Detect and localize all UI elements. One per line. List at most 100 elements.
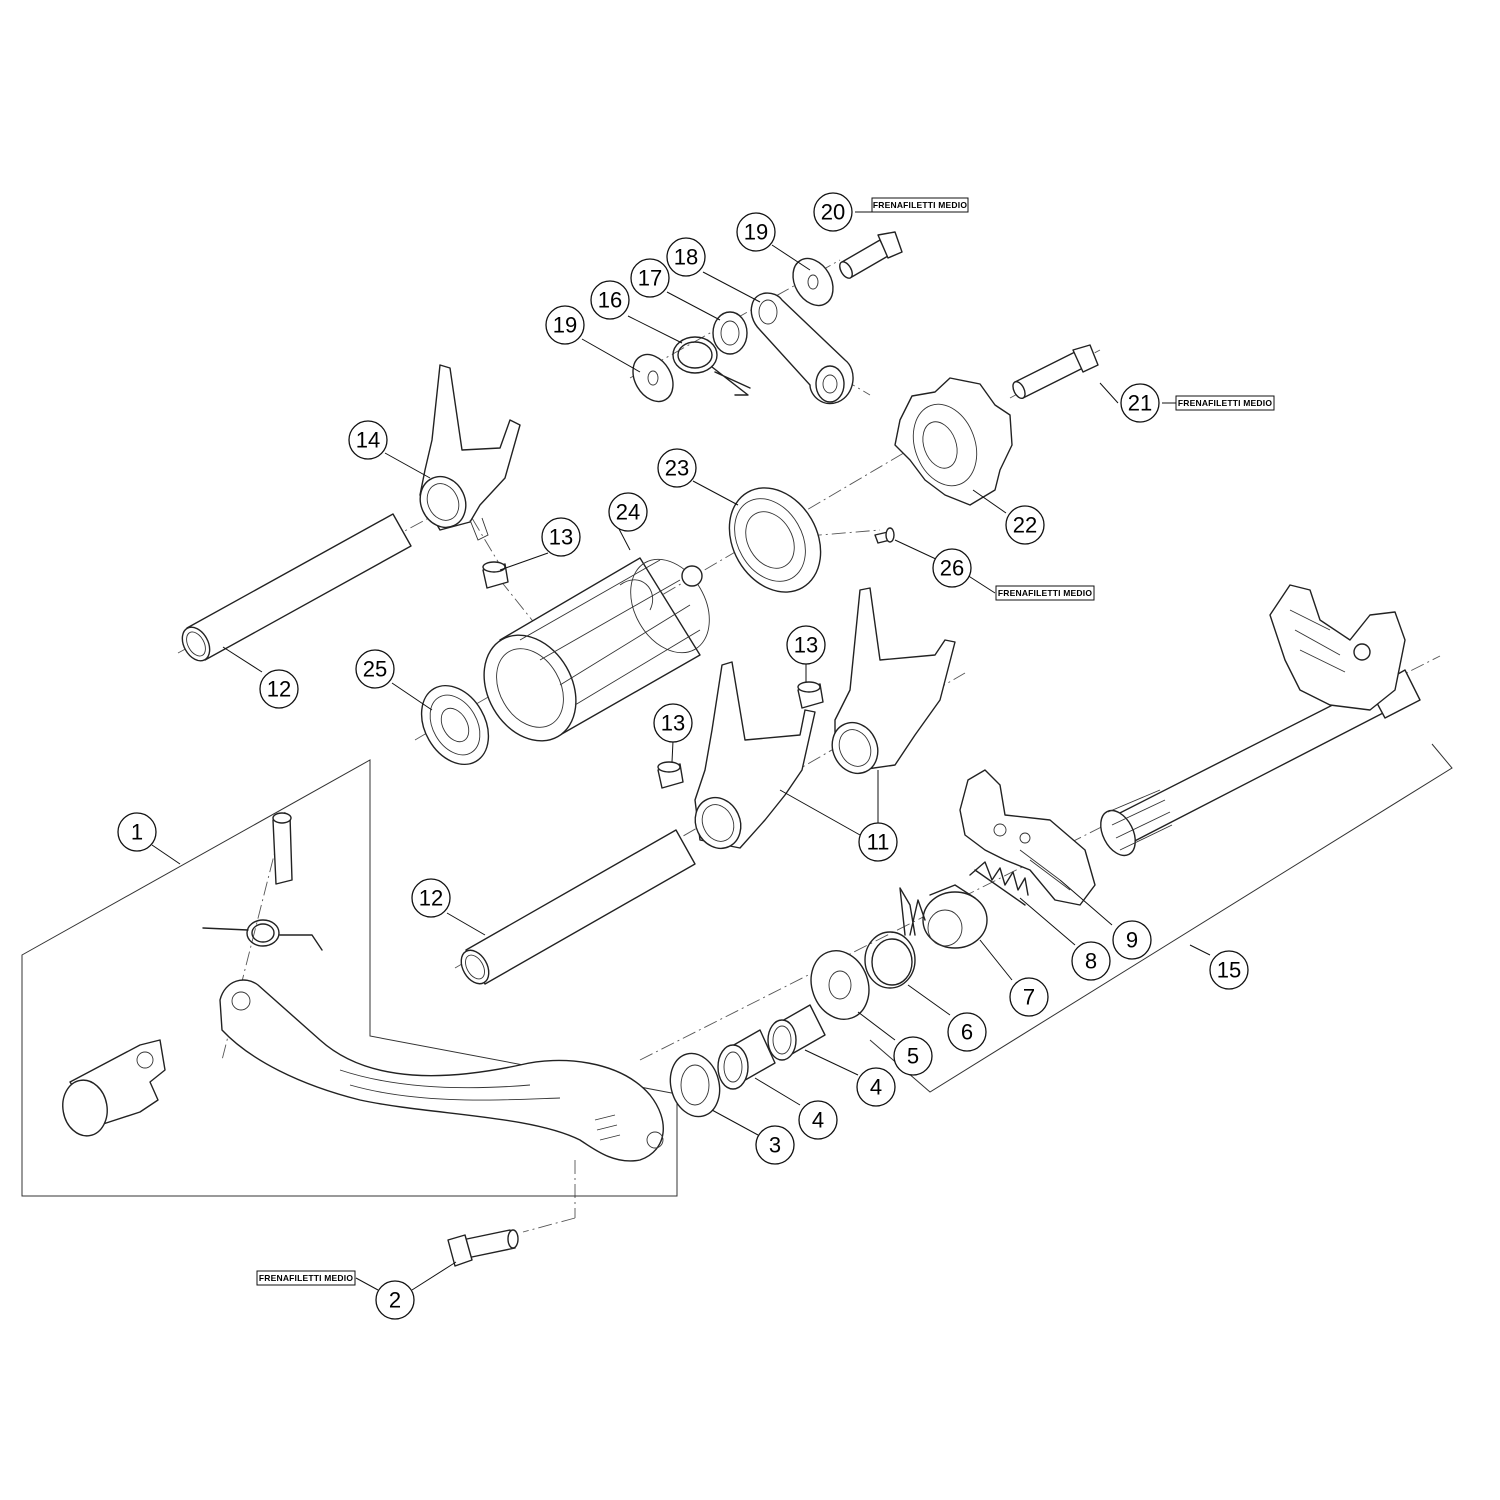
svg-text:13: 13	[549, 525, 573, 550]
shaft-lower	[460, 829, 696, 985]
callout-22: 22	[1005, 505, 1045, 545]
callout-13-middle: 13	[786, 625, 826, 665]
callout-21: 21	[1120, 383, 1160, 423]
shift-drum	[483, 557, 710, 742]
svg-text:16: 16	[598, 288, 622, 313]
callout-6: 6	[947, 1012, 987, 1052]
svg-text:22: 22	[1013, 513, 1037, 538]
svg-text:11: 11	[867, 830, 890, 855]
bearing-left	[420, 684, 490, 766]
svg-text:25: 25	[363, 657, 387, 682]
bush-17	[712, 311, 748, 355]
callout-12-lower: 12	[411, 878, 451, 918]
svg-text:15: 15	[1217, 958, 1241, 983]
svg-text:24: 24	[616, 500, 640, 525]
callout-1: 1	[117, 812, 157, 852]
callout-13-lower: 13	[653, 703, 693, 743]
callout-19-upper: 19	[736, 212, 776, 252]
callout-15: 15	[1209, 950, 1249, 990]
bush-13-lower	[657, 761, 684, 789]
callout-2: 2	[375, 1280, 415, 1320]
callout-18: 18	[666, 237, 706, 277]
callout-4-left: 4	[798, 1100, 838, 1140]
callout-20: 20	[813, 192, 853, 232]
callout-7: 7	[1009, 977, 1049, 1017]
washer-19-left	[632, 353, 674, 403]
svg-text:26: 26	[940, 556, 964, 581]
callout-4-right: 4	[856, 1067, 896, 1107]
svg-text:12: 12	[419, 886, 443, 911]
svg-text:21: 21	[1128, 391, 1152, 416]
svg-text:13: 13	[794, 633, 818, 658]
svg-text:2: 2	[389, 1288, 401, 1313]
washer-5	[810, 950, 870, 1020]
note-threadlock-21: FRENAFILETTI MEDIO	[1175, 395, 1275, 411]
callout-16: 16	[590, 280, 630, 320]
svg-text:20: 20	[821, 200, 845, 225]
svg-text:18: 18	[674, 245, 698, 270]
note-threadlock-26: FRENAFILETTI MEDIO	[995, 585, 1095, 601]
svg-text:FRENAFILETTI MEDIO: FRENAFILETTI MEDIO	[873, 200, 967, 210]
spring-6	[864, 887, 926, 989]
callout-14: 14	[348, 420, 388, 460]
svg-text:8: 8	[1085, 949, 1097, 974]
index-lever-18	[750, 292, 854, 405]
shift-fork-lower-right	[831, 587, 956, 775]
callout-25: 25	[355, 649, 395, 689]
callout-17: 17	[630, 258, 670, 298]
selector-plate-9	[959, 769, 1096, 906]
bush-13-middle	[797, 681, 824, 709]
note-threadlock-2: FRENAFILETTI MEDIO	[256, 1270, 356, 1286]
callout-5: 5	[893, 1036, 933, 1076]
svg-text:19: 19	[744, 220, 768, 245]
collar-7	[922, 884, 988, 949]
svg-text:6: 6	[961, 1020, 973, 1045]
svg-text:19: 19	[553, 313, 577, 338]
callout-11: 11	[858, 822, 898, 862]
callout-3: 3	[755, 1125, 795, 1165]
svg-text:FRENAFILETTI MEDIO: FRENAFILETTI MEDIO	[1178, 398, 1272, 408]
index-star-wheel	[894, 377, 1013, 506]
callout-23: 23	[657, 448, 697, 488]
shift-shaft-15	[1100, 584, 1421, 857]
callout-8: 8	[1071, 941, 1111, 981]
washer-19-right	[792, 257, 834, 307]
svg-text:4: 4	[812, 1108, 824, 1133]
callout-19-lower: 19	[545, 305, 585, 345]
screw-26	[874, 527, 895, 544]
bolt-21	[1012, 344, 1099, 400]
spring-16	[672, 336, 751, 396]
note-threadlock-20: FRENAFILETTI MEDIO	[871, 197, 969, 213]
callout-24: 24	[608, 492, 648, 532]
svg-text:13: 13	[661, 711, 685, 736]
spring-8	[969, 861, 1029, 906]
seal-3	[669, 1052, 721, 1118]
callout-26: 26	[932, 548, 972, 588]
shift-fork-lower-left	[694, 661, 816, 850]
bush-4-left	[717, 1029, 776, 1090]
bolt-20	[839, 231, 903, 279]
gear-lever-assembly	[62, 812, 664, 1162]
bush-13-upper	[482, 561, 509, 589]
shift-fork-upper	[419, 364, 521, 541]
bush-4-right	[767, 1004, 826, 1061]
bolt-2	[447, 1229, 519, 1267]
callout-12-upper: 12	[259, 669, 299, 709]
svg-text:1: 1	[131, 820, 143, 845]
svg-text:12: 12	[267, 677, 291, 702]
svg-text:5: 5	[907, 1044, 919, 1069]
svg-text:23: 23	[665, 456, 689, 481]
svg-text:17: 17	[638, 266, 662, 291]
svg-text:4: 4	[870, 1075, 882, 1100]
svg-text:3: 3	[769, 1133, 781, 1158]
svg-text:FRENAFILETTI MEDIO: FRENAFILETTI MEDIO	[998, 588, 1092, 598]
svg-text:14: 14	[356, 428, 380, 453]
svg-text:9: 9	[1126, 928, 1138, 953]
callout-9: 9	[1112, 920, 1152, 960]
callout-13-upper: 13	[541, 517, 581, 557]
shaft-upper	[181, 513, 412, 662]
svg-text:7: 7	[1023, 985, 1035, 1010]
svg-text:FRENAFILETTI MEDIO: FRENAFILETTI MEDIO	[259, 1273, 353, 1283]
leader-lines	[151, 211, 1211, 1291]
